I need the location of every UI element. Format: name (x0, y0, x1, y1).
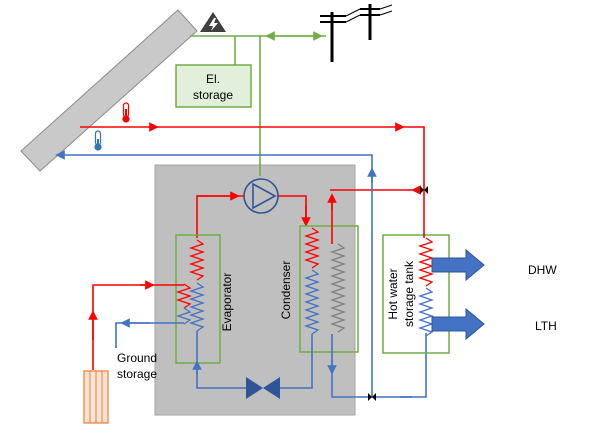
ground-coil-blue (175, 307, 192, 325)
ground-loop-hot (88, 280, 184, 370)
condenser-box (299, 225, 359, 353)
el-storage-box (175, 64, 252, 108)
electric-lines (190, 31, 326, 176)
thermometer-cold-icon (94, 130, 102, 151)
el-storage-label-line1: El. (206, 72, 220, 86)
condenser-coil-red (303, 227, 321, 269)
ground-loop-cold (115, 318, 184, 348)
tank-label-line2: storage tank (402, 260, 416, 327)
evaporator-coil-blue (188, 282, 206, 332)
three-way-valve-icon (368, 393, 376, 401)
refrigerant-hot-pipe (196, 191, 311, 238)
hot-water-tank (382, 234, 450, 354)
dhw-label: DHW (528, 263, 557, 277)
tank-return-pipe (355, 183, 427, 398)
solar-panel (20, 9, 198, 172)
warning-high-voltage-icon (200, 12, 226, 32)
el-storage-label-line2: storage (193, 88, 233, 102)
evaporator-label: Evaporator (220, 273, 234, 332)
tank-coil-blue (417, 287, 435, 337)
thermometer-hot-icon (122, 102, 130, 123)
dhw-output-arrow (431, 248, 485, 282)
ground-storage-label-line1: Ground (117, 351, 157, 365)
condenser-coil-blue (303, 269, 321, 335)
ground-storage-label-line2: storage (117, 367, 157, 381)
condenser-coil-grey (329, 243, 347, 333)
solar-hot-pipe (80, 122, 425, 190)
condenser-label: Condenser (279, 261, 293, 320)
condenser-water-pipe (327, 193, 355, 398)
ground-storage-icon (83, 370, 109, 424)
tank-coil-red (417, 237, 435, 287)
pump-icon (243, 178, 279, 214)
refrigerant-cold-pipe (192, 331, 313, 389)
expansion-valve-icon (246, 377, 280, 399)
tank-label-line1: Hot water (386, 268, 400, 319)
ground-coil-red (175, 283, 193, 309)
lth-label: LTH (535, 319, 557, 333)
evaporator-coil-red (188, 239, 206, 281)
lth-output-arrow (431, 307, 485, 341)
solar-cold-pipe (55, 150, 377, 183)
utility-pole-icon (320, 4, 393, 62)
